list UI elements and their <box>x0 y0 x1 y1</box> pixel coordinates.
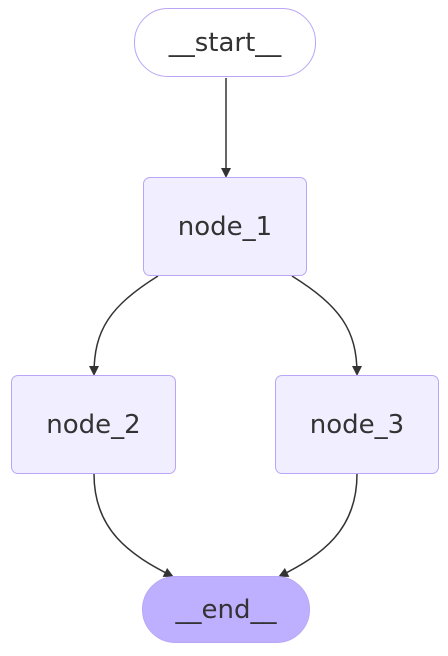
edge-node-3-to-end <box>278 473 358 577</box>
node-3[interactable]: node_3 <box>275 375 439 474</box>
edge-node-1-to-node-2 <box>89 275 159 376</box>
node-1[interactable]: node_1 <box>143 177 307 276</box>
node-end[interactable]: __end__ <box>142 576 310 643</box>
node-3-label: node_3 <box>309 409 405 440</box>
node-1-label: node_1 <box>177 211 273 242</box>
node-2-label: node_2 <box>46 409 141 440</box>
edge-node-2-to-end <box>93 473 174 577</box>
node-2[interactable]: node_2 <box>11 375 176 474</box>
edge-node-1-to-node-3 <box>291 275 362 376</box>
node-end-label: __end__ <box>175 594 277 625</box>
node-start[interactable]: __start__ <box>134 8 316 77</box>
node-start-label: __start__ <box>168 27 282 58</box>
